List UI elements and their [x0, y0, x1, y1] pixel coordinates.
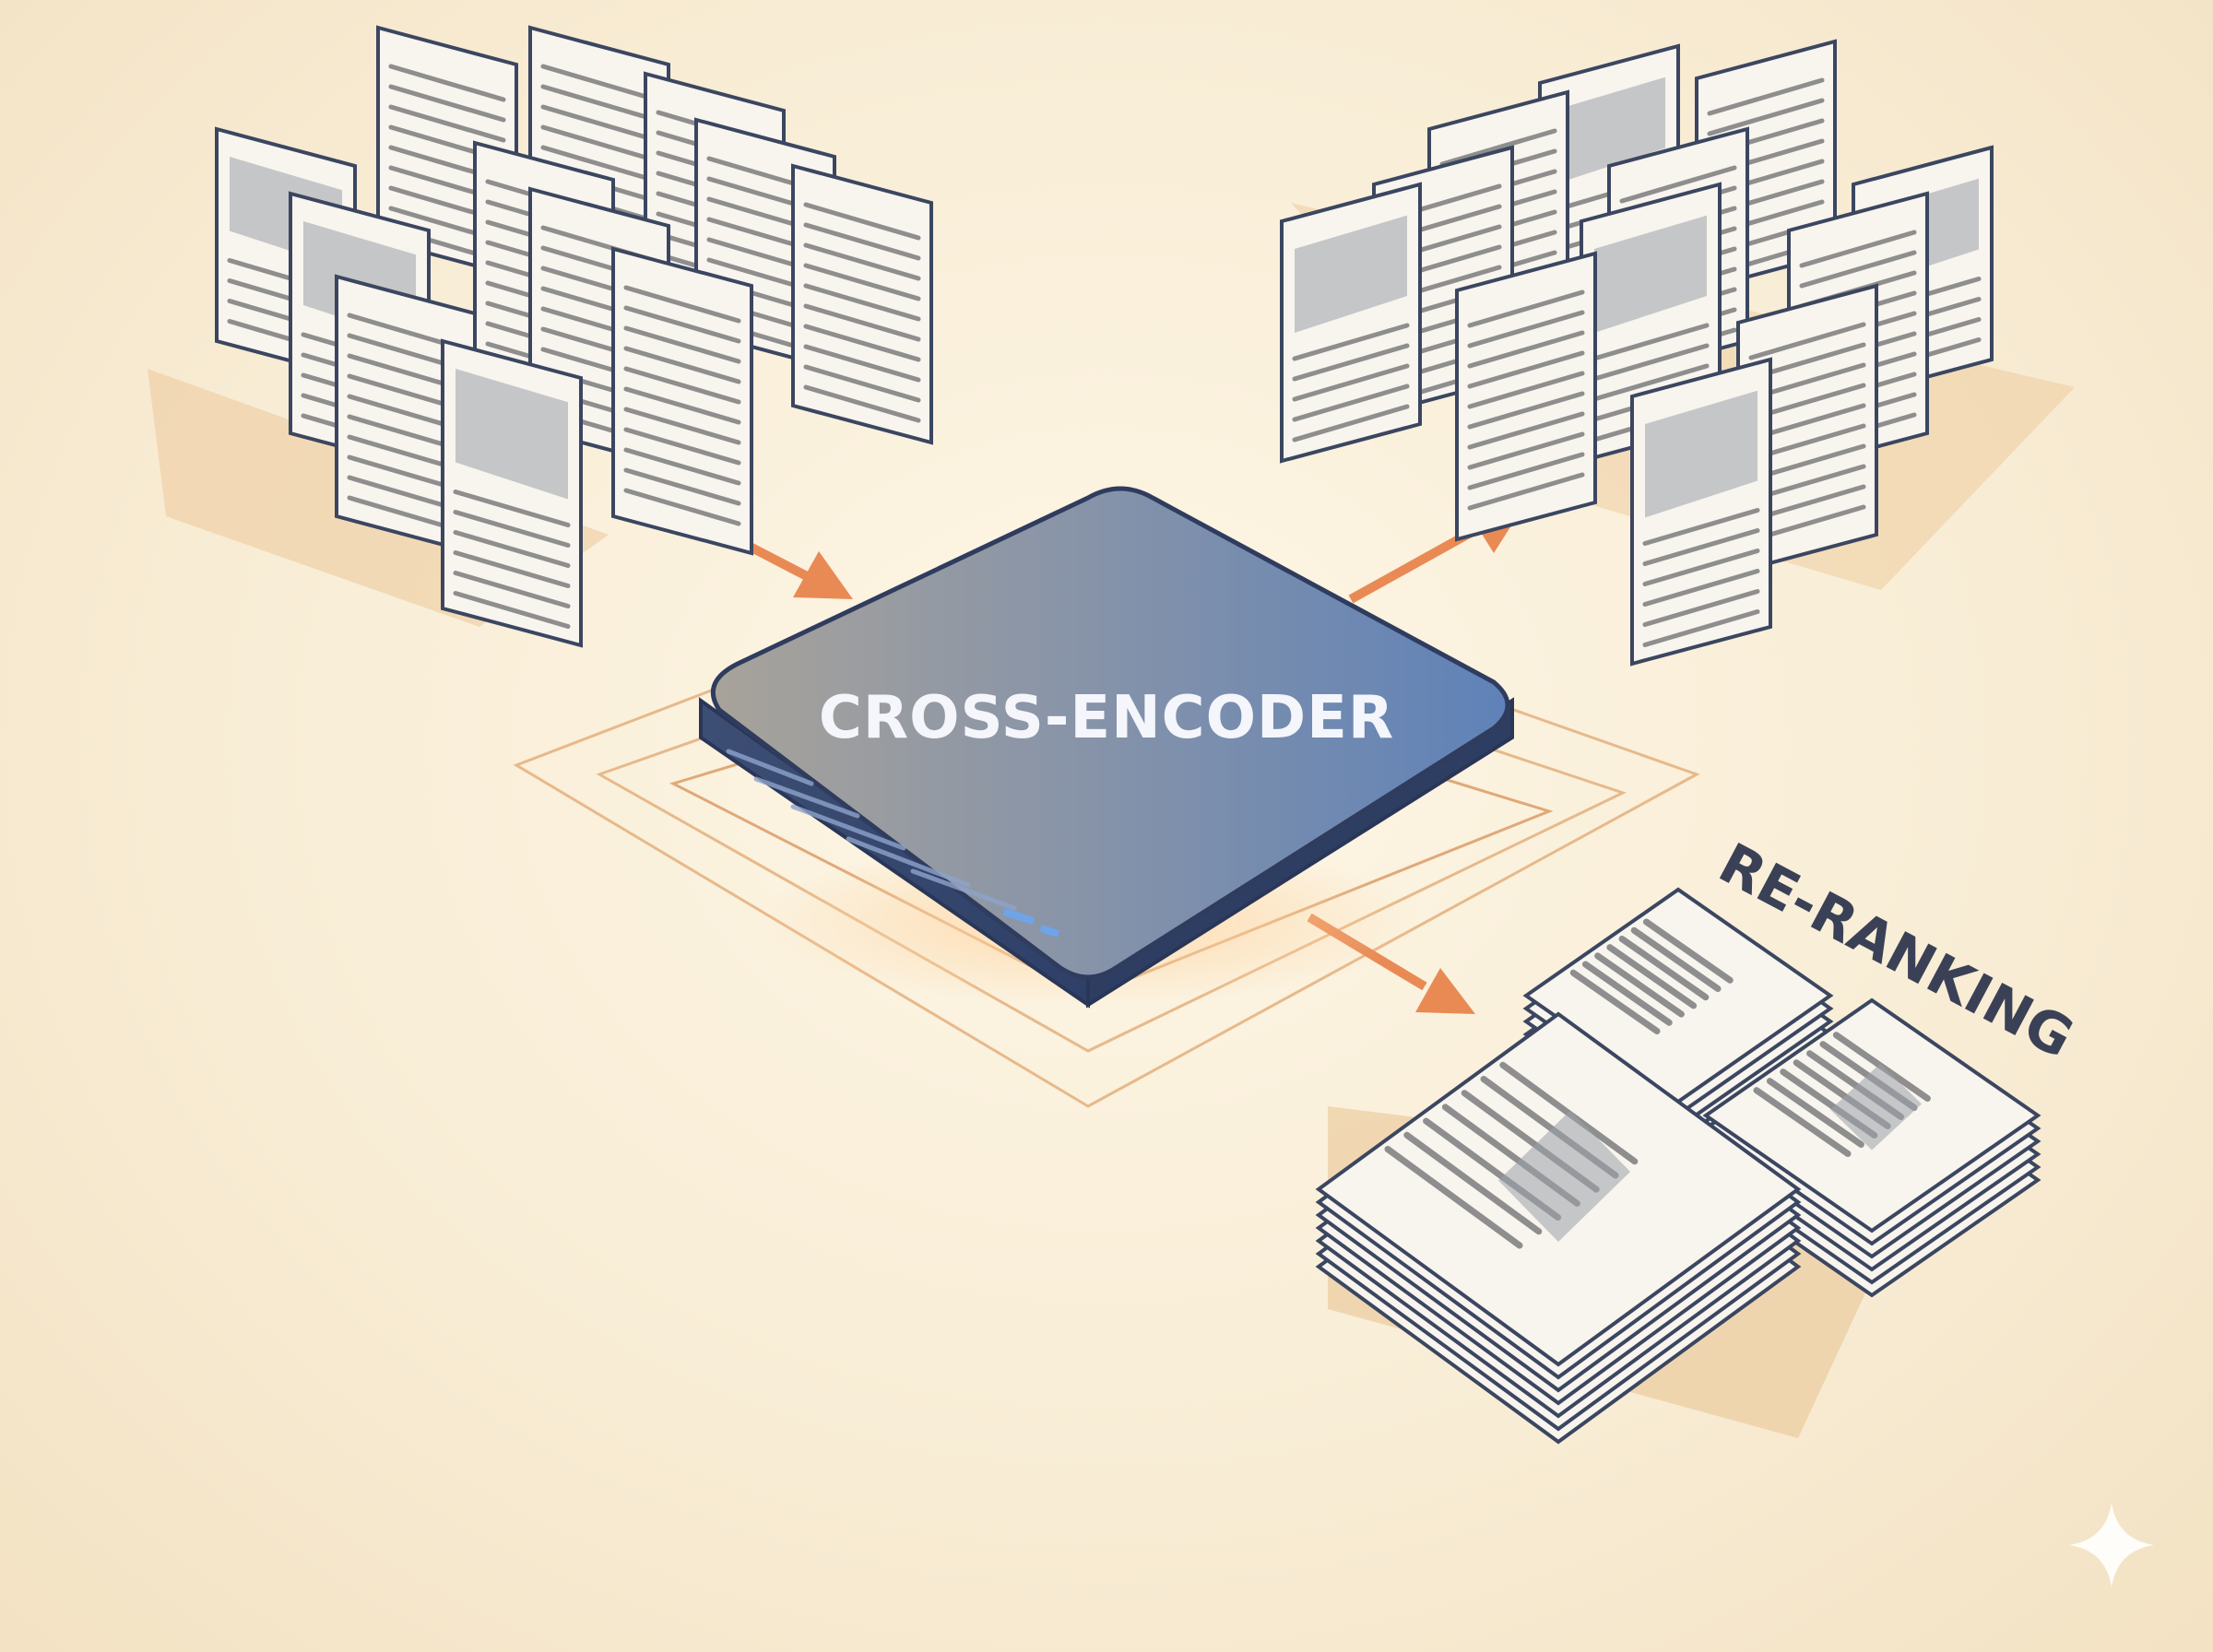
device-vent-lines [726, 749, 1017, 911]
image-placeholder-icon [1498, 1110, 1630, 1242]
document-text-lines [453, 490, 571, 629]
image-placeholder-icon [1830, 1063, 1922, 1150]
document-card [1280, 182, 1422, 464]
document-stack [1315, 1011, 1802, 1445]
document-card [441, 338, 583, 648]
reranked-stacks [1315, 887, 2041, 1445]
bar-chart-icon [1645, 390, 1757, 518]
sparkle-icon [2069, 1503, 2154, 1587]
document-stack [1522, 887, 1834, 1156]
device-status-leds [1002, 908, 1060, 938]
image-placeholder-icon [1594, 215, 1707, 333]
document-text-lines [623, 285, 741, 526]
input-documents [215, 25, 933, 648]
document-card [791, 163, 933, 445]
encoder-label: CROSS-ENCODER [819, 684, 1394, 752]
document-text-lines [1467, 289, 1585, 511]
bar-chart-icon [456, 369, 568, 500]
image-placeholder-icon [1295, 215, 1407, 333]
document-text-lines [1569, 918, 1734, 1034]
device-top [710, 486, 1510, 980]
document-text-lines [1642, 508, 1760, 647]
document-card [1455, 251, 1597, 542]
document-card [1630, 357, 1772, 667]
document-text-lines [1292, 323, 1410, 442]
candidate-documents [1280, 39, 1994, 667]
image-placeholder-icon [1553, 77, 1665, 185]
cross-encoder-device: CROSS-ENCODER [699, 486, 1514, 1009]
document-text-lines [803, 202, 921, 423]
document-card [611, 246, 753, 556]
